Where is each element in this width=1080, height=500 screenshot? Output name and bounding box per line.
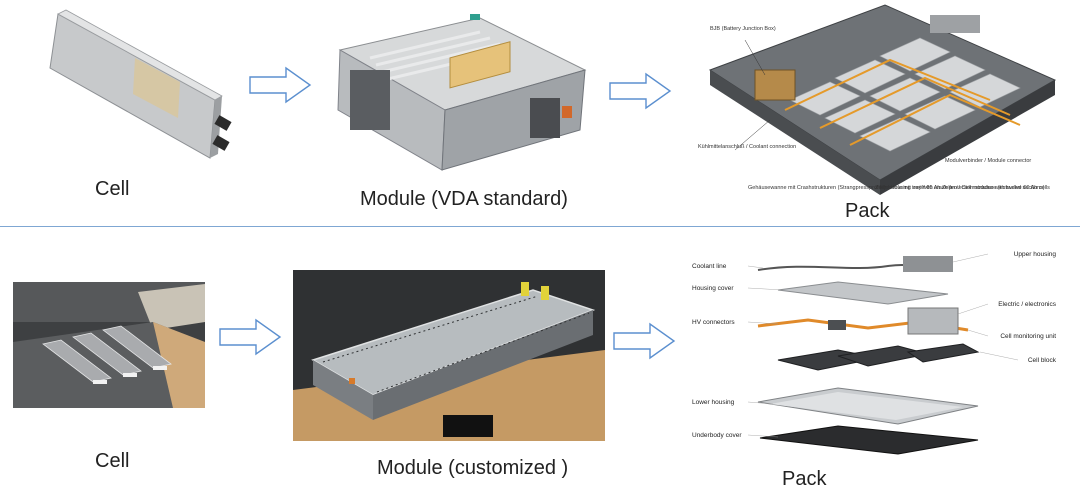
pack-label-housing-cover: Housing cover	[692, 285, 734, 292]
bottom-cell-caption: Cell	[95, 450, 130, 472]
top-pack-caption: Pack	[845, 200, 890, 222]
bottom-arrow-1	[219, 318, 282, 356]
pack-label-cell-monitoring: Cell monitoring unit	[1000, 333, 1056, 340]
bottom-module-caption: Module (customized )	[377, 457, 569, 479]
bottom-cell-image	[13, 282, 205, 408]
pack-label-electric: Electric / electronics	[998, 301, 1057, 308]
pack-label-coolant-line: Coolant line	[692, 263, 727, 270]
row-divider	[0, 226, 1080, 227]
top-cell-image	[49, 9, 232, 159]
pack-callout-module-connector: Modulverbinder / Module connector	[945, 158, 1031, 164]
pack-callout-coolant: Kühlmittelanschluß / Coolant connection	[698, 144, 796, 150]
pack-label-hv-connectors: HV connectors	[692, 319, 735, 326]
top-pack-image: BJB (Battery Junction Box) Kühlmittelans…	[698, 4, 1057, 195]
bottom-pack-caption: Pack	[782, 468, 827, 490]
pack-label-upper-housing: Upper housing	[1014, 251, 1057, 258]
bottom-module-image	[293, 270, 605, 441]
bottom-pack-image: Coolant line Housing cover HV connectors…	[688, 242, 1060, 456]
bottom-arrow-2	[613, 322, 676, 360]
top-module-image	[337, 14, 587, 171]
pack-label-underbody-cover: Underbody cover	[692, 432, 742, 439]
pack-callout-bjb: BJB (Battery Junction Box)	[710, 26, 776, 32]
top-cell-caption: Cell	[95, 178, 130, 200]
top-module-caption: Module (VDA standard)	[360, 188, 568, 210]
top-arrow-2	[609, 72, 672, 110]
pack-callout-cell-modules: Zellmodule mit zwölf 60 Ah Zellen / Cell…	[875, 185, 1050, 191]
pack-label-lower-housing: Lower housing	[692, 399, 735, 406]
pack-label-cell-block: Cell block	[1028, 357, 1057, 364]
top-arrow-1	[249, 66, 312, 104]
pack-callout-housing: Gehäusewanne mit Crashstrukturen (Strang…	[748, 185, 1045, 191]
